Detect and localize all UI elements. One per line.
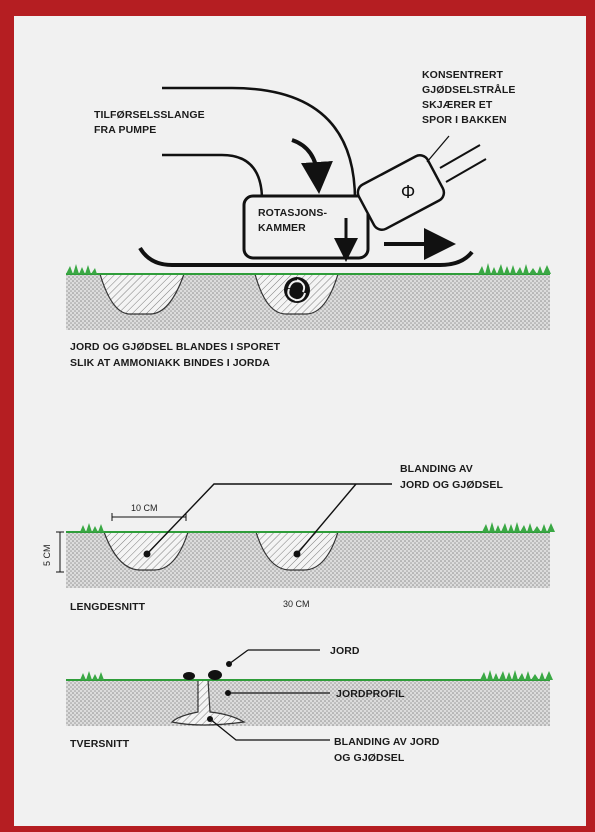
rotation-swirl-icon [284, 277, 310, 303]
mix-label-middle: BLANDING AV JORD OG GJØDSEL [400, 463, 504, 491]
supply-hose-inner [162, 155, 262, 200]
top-grass-right [478, 263, 551, 274]
nozzle-tube [440, 145, 486, 182]
bottom-grass-right [480, 670, 553, 680]
width-label: 10 CM [131, 503, 158, 513]
jet-label: KONSENTRERT GJØDSELSTRÅLE SKJÆRER ET SPO… [422, 69, 519, 126]
top-grass-left [66, 264, 97, 274]
profile-label: JORDPROFIL [336, 688, 405, 700]
mix-label-middle-line-2: JORD OG GJØDSEL [400, 479, 504, 491]
jet-label-leader [427, 136, 449, 162]
bottom-grass-left [80, 671, 104, 680]
mix-label-bottom-line-1: BLANDING AV JORD [334, 736, 440, 748]
supply-hose-outer [162, 88, 355, 200]
nozzle-phi-symbol: Φ [401, 182, 415, 202]
jet-label-line-4: SPOR I BAKKEN [422, 114, 507, 126]
chamber-label-line-1: ROTASJONS- [258, 207, 327, 219]
lengdesnitt-label: LENGDESNITT [70, 601, 146, 613]
soil-clod-right [208, 670, 222, 680]
jet-label-line-1: KONSENTRERT [422, 69, 504, 81]
chamber-label-line-2: KAMMER [258, 222, 306, 234]
hose-flow-arrow [292, 140, 318, 178]
mix-label-bottom-line-2: OG GJØDSEL [334, 752, 405, 764]
top-caption-line-1: JORD OG GJØDSEL BLANDES I SPORET [70, 341, 281, 353]
jet-label-line-3: SKJÆRER ET [422, 99, 493, 111]
top-diagram: TILFØRSELSSLANGE FRA PUMPE KONSENTRERT G… [66, 69, 551, 369]
soil-label: JORD [330, 645, 360, 657]
spacing-label: 30 CM [283, 599, 310, 609]
bottom-diagram: JORD JORDPROFIL BLANDING AV JORD OG GJØD… [66, 645, 553, 764]
jet-label-line-2: GJØDSELSTRÅLE [422, 83, 515, 96]
mix-label-middle-line-1: BLANDING AV [400, 463, 473, 475]
top-caption: JORD OG GJØDSEL BLANDES I SPORET SLIK AT… [70, 341, 283, 369]
mix-label-bottom: BLANDING AV JORD OG GJØDSEL [334, 736, 442, 764]
soil-clod-left [183, 672, 195, 680]
bottom-soil [66, 680, 550, 726]
hose-label: TILFØRSELSSLANGE FRA PUMPE [94, 109, 208, 136]
hose-label-line-2: FRA PUMPE [94, 124, 156, 136]
middle-grass-left [80, 523, 104, 532]
tversnitt-label: TVERSNITT [70, 738, 130, 750]
top-caption-line-2: SLIK AT AMMONIAKK BINDES I JORDA [70, 357, 270, 369]
middle-diagram: 10 CM 5 CM 30 CM BLANDING AV JORD OG GJØ… [42, 463, 555, 613]
hose-label-line-1: TILFØRSELSSLANGE [94, 109, 205, 121]
soil-leader [229, 650, 248, 664]
middle-grass-right [482, 522, 555, 532]
depth-label: 5 CM [42, 544, 52, 566]
